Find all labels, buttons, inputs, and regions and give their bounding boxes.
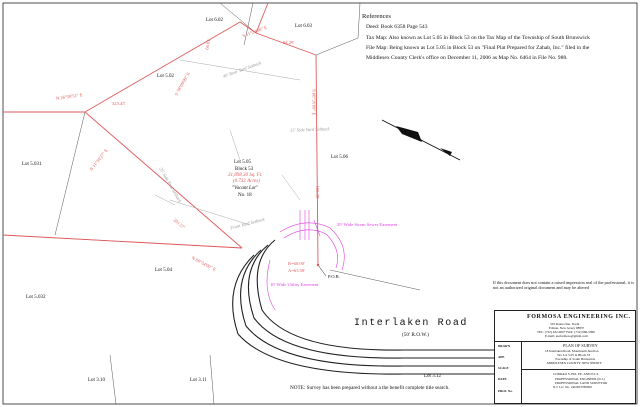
project-number-label: PROJ. No. bbox=[498, 389, 513, 393]
plan-title: PLAN OF SURVEY bbox=[563, 343, 598, 348]
reference-line: Middlesex County Clerk's office on Decem… bbox=[366, 55, 568, 61]
adjacent-lot-lines bbox=[2, 2, 421, 405]
survey-note: NOTE: Survey has been prepared without a… bbox=[290, 385, 450, 391]
lot-label: Lot 3.10 bbox=[88, 378, 105, 383]
road-right-of-way bbox=[232, 239, 500, 375]
distance-label: 94.29' bbox=[283, 40, 295, 45]
surveyor-name: CONRAD S. HO, P.E. AND P.L.S. bbox=[553, 372, 600, 376]
subject-status: "Vacant Lot" bbox=[232, 186, 258, 191]
lot-label: Lot 3.11 bbox=[190, 378, 207, 383]
subject-acres: (0.732 Acres) bbox=[233, 179, 260, 184]
title-block: FORMOSA ENGINEERING INC. 319 Route One, … bbox=[494, 310, 636, 404]
lot-label: Lot 5.02 bbox=[157, 74, 174, 79]
parcel-boundary bbox=[2, 2, 319, 266]
firm-name: FORMOSA ENGINEERING INC. bbox=[527, 314, 631, 320]
reference-line: File Map: Being known as Lot 5.05 in Blo… bbox=[366, 45, 590, 51]
date-label: DATE bbox=[498, 377, 507, 381]
drawn-label: DRAWN bbox=[498, 344, 511, 348]
bearing-label: S 08°26'09" E bbox=[311, 89, 317, 116]
road-name: Interlaken Road bbox=[354, 318, 469, 329]
plan-county: MIDDLESEX COUNTY, NEW JERSEY bbox=[547, 361, 602, 365]
utility-easement-label: 10' Wide Utility Easement bbox=[270, 282, 319, 287]
lot-label: Lot 6.03 bbox=[295, 24, 312, 29]
pob-pointer bbox=[317, 264, 327, 277]
curve-arc: A=63.58' bbox=[288, 268, 306, 273]
curve-radius: R=60.00' bbox=[288, 261, 305, 266]
seal-disclaimer: If this document does not contain a rais… bbox=[493, 280, 634, 290]
plan-lot-block: Tax Lot 5.05 in Block 53 bbox=[557, 353, 591, 357]
lot-label: Lot 5.032 bbox=[26, 295, 46, 300]
subject-house-number: No. 18 bbox=[238, 193, 252, 198]
subject-lot-number: Lot 5.05 bbox=[234, 160, 251, 165]
license-number: N.J. Lic. No. 24GE03780000 bbox=[553, 385, 592, 389]
setback-lines bbox=[154, 59, 301, 226]
license-line: PROFESSIONAL LAND SURVEYOR bbox=[555, 381, 608, 385]
approved-label: APP. bbox=[498, 355, 505, 359]
reference-line: Tax Map: Also known as Lot 5.05 in Block… bbox=[366, 35, 590, 41]
firm-address: 319 Route One, North bbox=[550, 322, 580, 326]
lot-label: Lot 5.04 bbox=[155, 268, 172, 273]
lot-label: Lot 3.12 bbox=[424, 374, 441, 379]
road-right-of-way-label: (50' R.O.W.) bbox=[402, 332, 429, 338]
firm-contact: TEL: (732) 632-9007 FAX: (732) 966-5990 bbox=[537, 330, 595, 334]
firm-email: E-mail: aseformosa@gmail.com bbox=[545, 334, 588, 338]
lot-label: Lot 5.031 bbox=[22, 162, 42, 167]
subject-area: 31,898.30 Sq. Ft. bbox=[228, 173, 263, 178]
easement-lines bbox=[266, 210, 345, 311]
storm-easement-label: 20' Wide Storm Sewer Easement bbox=[337, 222, 398, 227]
pob-label: P.O.B. bbox=[328, 274, 340, 279]
reference-line: Deed: Book 6358 Page 543 bbox=[366, 24, 428, 30]
north-arrow-icon bbox=[381, 119, 461, 161]
distance-label: 323.45' bbox=[112, 101, 126, 106]
plan-township: Township of South Brunswick bbox=[555, 357, 596, 361]
scale-label: SCALE bbox=[498, 366, 509, 370]
subject-block-number: Block 53 bbox=[235, 167, 254, 172]
lot-label: Lot 5.06 bbox=[331, 155, 348, 160]
lot-label: Lot 6.02 bbox=[206, 18, 223, 23]
pob-marker bbox=[316, 263, 320, 267]
plan-address: 18 Interlaken Road, Monmouth Junction bbox=[545, 349, 599, 353]
firm-address: Edison, New Jersey 08837 bbox=[549, 326, 585, 330]
references-title: References bbox=[362, 13, 391, 20]
license-line: PROFESSIONAL ENGINEER (N.J.) bbox=[555, 377, 605, 381]
distance-label: 185.39' bbox=[315, 185, 321, 200]
